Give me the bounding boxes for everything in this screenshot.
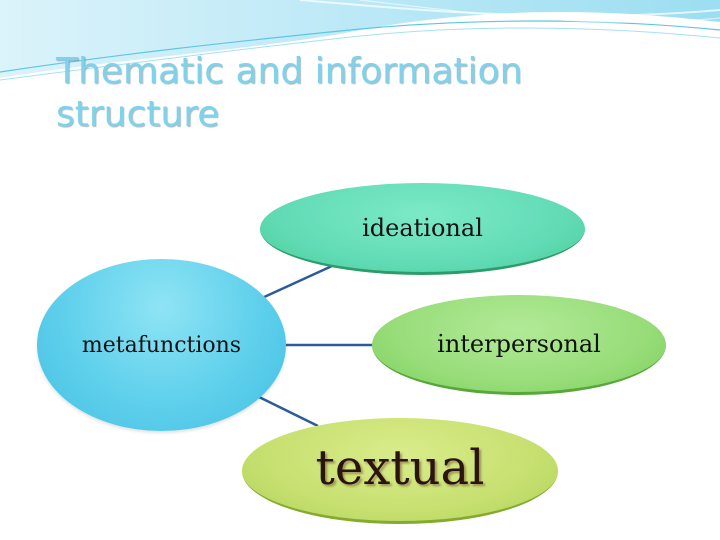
node-textual-label: textual bbox=[315, 439, 485, 496]
node-interpersonal: interpersonal bbox=[372, 295, 666, 395]
header-wave-decoration bbox=[0, 0, 720, 81]
node-ideational: ideational bbox=[260, 183, 585, 275]
node-metafunctions-label: metafunctions bbox=[81, 332, 242, 358]
node-textual: textual bbox=[242, 418, 558, 524]
slide-title: Thematic and information structure bbox=[56, 51, 523, 136]
node-interpersonal-label: interpersonal bbox=[437, 329, 601, 358]
node-ideational-label: ideational bbox=[362, 213, 483, 242]
connector-ideational bbox=[261, 264, 333, 300]
connector-textual bbox=[256, 394, 319, 428]
node-metafunctions: metafunctions bbox=[37, 259, 286, 431]
